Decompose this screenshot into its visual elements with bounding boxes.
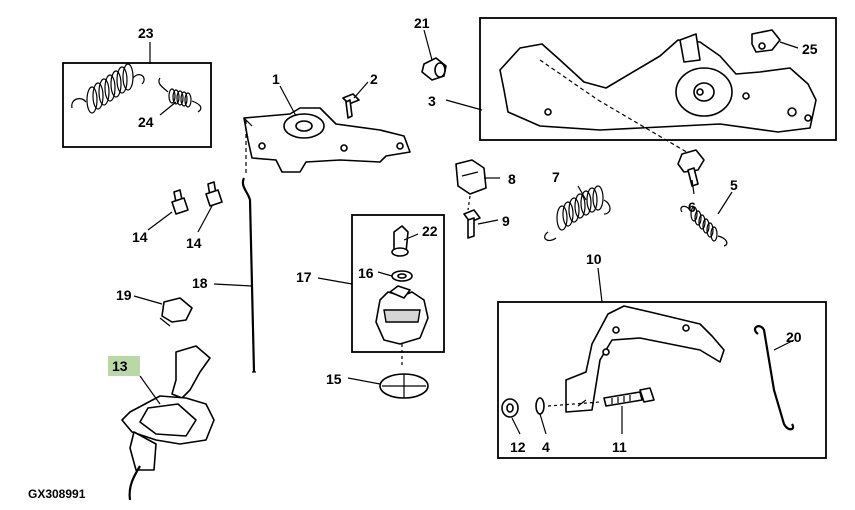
fitting-21	[421, 57, 447, 81]
callout-3[interactable]: 3	[428, 93, 436, 109]
spring-5	[680, 205, 728, 247]
callout-13[interactable]: 13	[112, 358, 128, 374]
callout-1[interactable]: 1	[272, 71, 280, 87]
lever-10	[565, 305, 725, 413]
spring-large-23	[71, 63, 145, 114]
bolt-2	[342, 93, 360, 119]
callout-9[interactable]: 9	[502, 213, 510, 229]
rod-18	[241, 120, 256, 373]
callout-14-right[interactable]: 14	[186, 235, 202, 251]
callout-23[interactable]: 23	[138, 25, 154, 41]
callout-18[interactable]: 18	[192, 275, 208, 291]
disc-15	[379, 373, 429, 399]
callout-22[interactable]: 22	[422, 223, 438, 239]
control-lever-13	[121, 345, 215, 501]
screw-9	[463, 209, 481, 239]
callout-6[interactable]: 6	[688, 199, 696, 215]
cam-gear	[375, 285, 429, 368]
pin-22	[391, 225, 409, 257]
control-plate-1	[243, 107, 411, 173]
lever-assembly-box	[497, 301, 827, 459]
stud-14-left	[171, 189, 189, 215]
callout-14-left[interactable]: 14	[132, 229, 148, 245]
spring-7	[544, 185, 611, 242]
nut-12	[501, 398, 519, 418]
callout-10[interactable]: 10	[586, 251, 602, 267]
clip-25	[751, 29, 781, 53]
callout-13-highlight	[108, 356, 140, 376]
bolt-11	[603, 387, 655, 407]
bracket-assembly-box	[479, 17, 837, 141]
callout-21[interactable]: 21	[414, 15, 430, 31]
bracket-3	[499, 33, 817, 155]
callout-8[interactable]: 8	[508, 171, 516, 187]
callout-25[interactable]: 25	[802, 41, 818, 57]
spring-small-24	[158, 77, 202, 113]
bolt-6	[677, 149, 705, 187]
leader-lines	[133, 29, 799, 435]
diagram-code: GX308991	[28, 487, 86, 501]
rod-20	[753, 325, 795, 431]
callout-7[interactable]: 7	[552, 169, 560, 185]
clamp-8	[455, 159, 487, 211]
callout-2[interactable]: 2	[370, 71, 378, 87]
callout-19[interactable]: 19	[116, 287, 132, 303]
callout-24[interactable]: 24	[138, 114, 154, 130]
spring-kit-box	[62, 62, 212, 148]
clip-19	[159, 297, 193, 327]
callout-16[interactable]: 16	[358, 265, 374, 281]
callout-17[interactable]: 17	[296, 269, 312, 285]
callout-15[interactable]: 15	[326, 371, 342, 387]
callout-11[interactable]: 11	[612, 439, 627, 455]
stud-14-right	[205, 181, 223, 207]
callout-4[interactable]: 4	[542, 439, 550, 455]
callout-20[interactable]: 20	[786, 329, 802, 345]
washer-16	[391, 270, 413, 282]
callout-5[interactable]: 5	[730, 177, 738, 193]
callout-12[interactable]: 12	[510, 439, 526, 455]
